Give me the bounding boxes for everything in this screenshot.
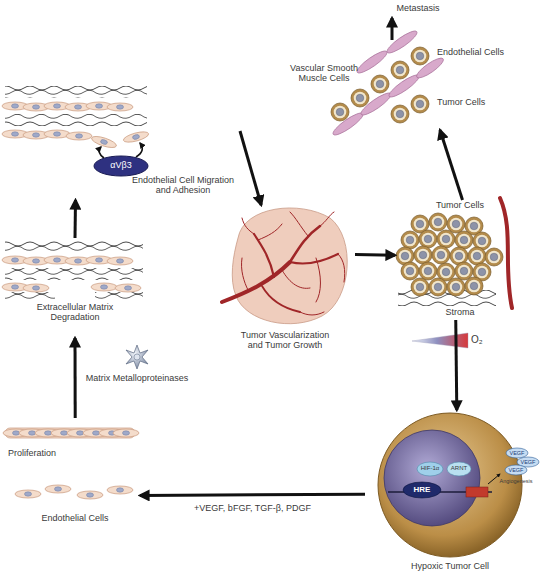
protein-label: VEGF <box>518 459 538 465</box>
flow-arrow <box>74 338 77 418</box>
flow-arrow <box>440 130 463 200</box>
hypoxic-cell: Hypoxic Tumor Cell <box>365 410 535 572</box>
node-text: Vascular Smooth Muscle Cells <box>285 63 363 84</box>
process-label: Angiogenesis <box>494 478 538 484</box>
flow-arrow <box>74 200 78 238</box>
stage-label: Metastasis <box>368 3 468 13</box>
blood-vessel <box>500 198 512 308</box>
gradient-label: O₂ <box>471 334 493 346</box>
element-label: HRE <box>404 485 440 494</box>
oval-shape <box>94 156 148 176</box>
vascularized-tumor <box>222 208 347 324</box>
node-text: Endothelial Cell Migration and Adhesion <box>127 175 239 196</box>
matrix-fibers <box>5 240 143 300</box>
node-text: Extracellular Matrix Degradation <box>25 302 125 323</box>
metastasis-arrow <box>392 18 393 40</box>
edge-label: +VEGF, bFGF, TGF-β, PDGF <box>194 503 311 513</box>
cell-stage: Tumor CellsStroma <box>395 200 530 320</box>
node-text: Hypoxic Tumor Cell <box>365 561 535 571</box>
node-text: Tumor Cells <box>420 200 500 210</box>
flow-arrow <box>140 494 365 495</box>
vessel-tumor-cells <box>391 95 429 123</box>
integrin-oval: αVβ3 <box>93 155 149 177</box>
cell-stage: Endothelial Cell Migration and Adhesion α… <box>5 85 240 200</box>
node-text: αVβ3 <box>93 160 149 170</box>
node-text: Endothelial Cells <box>437 47 527 57</box>
flow-arrow <box>355 253 395 257</box>
oxygen-gradient <box>412 333 468 348</box>
cell-stage: Endothelial Cells <box>10 478 140 528</box>
node-text: Tumor Cells <box>437 97 527 107</box>
protein-label: VEGF <box>507 450 527 456</box>
flow-arrow <box>240 131 261 205</box>
protein-label: ARNT <box>448 465 470 472</box>
matrix-fibers <box>5 86 147 126</box>
cell-stage: Tumor Vascularization and Tumor Growth <box>215 205 355 365</box>
flow-arrow <box>456 320 457 410</box>
cell-stage: Extracellular Matrix Degradation <box>5 238 145 338</box>
tumor-cells <box>396 213 503 296</box>
endothelial-cells <box>2 102 150 150</box>
endothelial-cells <box>15 485 133 499</box>
node-text: Endothelial Cells <box>10 513 140 523</box>
vessel-endothelial-cells <box>331 47 429 121</box>
cell-stage: Proliferation <box>5 418 140 462</box>
protein-label: VEGF <box>506 467 526 473</box>
mmp-symbol <box>126 345 148 369</box>
protein-label: HIF-1α <box>417 465 443 472</box>
node-text: Proliferation <box>8 448 98 458</box>
proliferating-cells <box>3 428 139 438</box>
node-text: Stroma <box>420 307 500 317</box>
hypoxic-cell-illustration <box>378 413 539 557</box>
endothelial-cells <box>2 256 141 292</box>
node-text: Tumor Vascularization and Tumor Growth <box>235 330 335 351</box>
enzyme-label: Matrix Metalloproteinases <box>82 373 192 383</box>
cell-stage: Vascular Smooth Muscle Cells Endothelial … <box>285 25 535 130</box>
